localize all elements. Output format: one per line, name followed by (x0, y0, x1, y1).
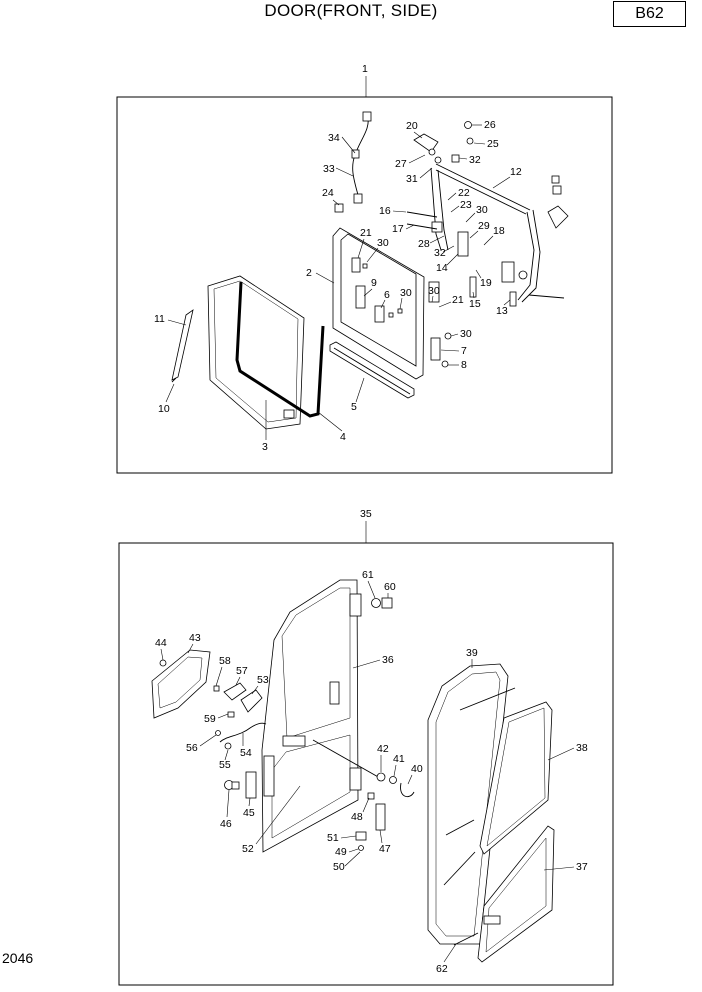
front-door-labels: 1 34 33 24 20 26 25 27 32 31 22 12 23 16… (154, 63, 522, 453)
bracket-right (547, 205, 569, 229)
label-4: 4 (340, 431, 346, 443)
label-30b: 30 (377, 237, 389, 249)
sliding-glass-38 (479, 701, 553, 855)
label-31: 31 (406, 173, 418, 185)
striker-47 (375, 803, 386, 831)
label-40: 40 (411, 763, 423, 775)
label-49: 49 (335, 846, 347, 858)
fixed-glass-37 (477, 825, 555, 963)
label-30a: 30 (476, 204, 488, 216)
latch-57 (223, 682, 247, 701)
label-46: 46 (220, 818, 232, 830)
label-33: 33 (323, 163, 335, 175)
label-36: 36 (382, 654, 394, 666)
label-62: 62 (436, 963, 448, 975)
label-48: 48 (351, 811, 363, 823)
label-38: 38 (576, 742, 588, 754)
label-60: 60 (384, 581, 396, 593)
label-26: 26 (484, 119, 496, 131)
page-title: DOOR(FRONT, SIDE) (264, 1, 438, 20)
label-32b: 32 (434, 247, 446, 259)
side-door-labels: 35 61 60 44 43 36 39 58 57 53 59 56 54 3… (155, 508, 588, 975)
lock-45 (245, 771, 257, 799)
label-9: 9 (371, 277, 377, 289)
label-41: 41 (393, 753, 405, 765)
label-55: 55 (219, 759, 231, 771)
label-54: 54 (240, 747, 252, 759)
latch-53 (240, 689, 263, 713)
label-29: 29 (478, 220, 490, 232)
section-code-badge: B62 (613, 1, 686, 27)
rod-54 (219, 722, 267, 743)
label-42: 42 (377, 743, 389, 755)
label-11: 11 (154, 313, 165, 325)
label-61: 61 (362, 569, 374, 581)
label-52: 52 (242, 843, 254, 855)
label-30d: 30 (400, 287, 412, 299)
label-5: 5 (351, 401, 357, 413)
label-13: 13 (496, 305, 508, 317)
bracket-21 (351, 257, 361, 273)
link-rod (435, 163, 531, 211)
side-door (261, 579, 359, 853)
label-15: 15 (469, 298, 481, 310)
label-18: 18 (493, 225, 505, 237)
label-34: 34 (328, 132, 340, 144)
label-50: 50 (333, 861, 345, 873)
hinge-9 (355, 285, 366, 309)
label-8: 8 (461, 359, 467, 371)
label-59: 59 (204, 713, 216, 725)
handle-40 (400, 782, 415, 798)
label-3: 3 (262, 441, 268, 453)
front-door-assembly (116, 76, 613, 474)
page-number: 2046 (2, 950, 34, 966)
lock-14 (457, 231, 469, 257)
label-23: 23 (460, 199, 472, 211)
label-57: 57 (236, 665, 248, 677)
label-28: 28 (418, 238, 430, 250)
front-glass (207, 275, 305, 430)
weather-seal (427, 663, 509, 945)
label-47: 47 (379, 843, 391, 855)
front-seal (235, 281, 325, 418)
label-30e: 30 (460, 328, 472, 340)
bracket-20 (413, 133, 439, 153)
label-37: 37 (576, 861, 588, 873)
label-58: 58 (219, 655, 231, 667)
label-53: 53 (257, 674, 269, 686)
label-43: 43 (189, 632, 201, 644)
front-door-frame (116, 96, 613, 474)
label-21b: 21 (452, 294, 464, 306)
label-19: 19 (480, 277, 492, 289)
label-16: 16 (379, 205, 391, 217)
label-30c: 30 (428, 285, 440, 297)
label-17: 17 (392, 223, 404, 235)
label-39: 39 (466, 647, 478, 659)
label-27: 27 (395, 158, 407, 170)
label-10: 10 (158, 403, 170, 415)
label-7: 7 (461, 345, 467, 357)
label-44: 44 (155, 637, 167, 649)
side-door-assembly (118, 521, 614, 986)
bracket-21b (428, 281, 440, 303)
label-6: 6 (384, 289, 390, 301)
label-24: 24 (322, 187, 334, 199)
label-56: 56 (186, 742, 198, 754)
label-2: 2 (306, 267, 312, 279)
plate-7 (430, 337, 441, 361)
label-51: 51 (327, 832, 339, 844)
label-32a: 32 (469, 154, 481, 166)
label-22: 22 (458, 187, 470, 199)
label-45: 45 (243, 807, 255, 819)
label-21a: 21 (360, 227, 372, 239)
label-20: 20 (406, 120, 418, 132)
label-1: 1 (362, 63, 368, 75)
hinge-6 (374, 305, 385, 323)
label-12: 12 (510, 166, 522, 178)
label-35: 35 (360, 508, 372, 520)
stopper (171, 309, 194, 381)
label-14: 14 (436, 262, 448, 274)
label-25: 25 (487, 138, 499, 150)
